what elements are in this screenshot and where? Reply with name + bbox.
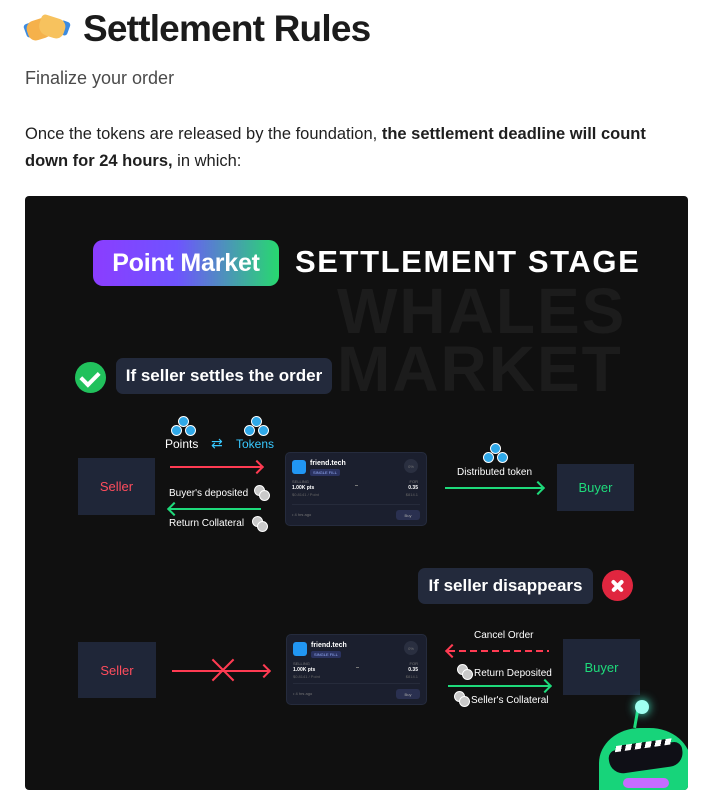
arrow-cancel-order [448, 650, 549, 652]
selling-label-2: SELLING [293, 661, 310, 666]
distributed-coins-icon [483, 443, 509, 465]
card-divider-2 [293, 683, 420, 684]
intro-text-bold: the settlement deadline will count down … [25, 125, 646, 170]
scenario-disappears-label: If seller disappears [418, 568, 593, 604]
order-card-2: friend.tech SINGLE FILL 0% SELLING 1.00K… [286, 634, 427, 705]
sellers-collateral-label: Seller's Collateral [471, 695, 549, 706]
handshake-icon [22, 9, 72, 49]
watermark: WHALES MARKET [337, 275, 627, 405]
order-card-time: • 4 hrs ago [292, 512, 312, 517]
intro-text-end: in which: [172, 152, 242, 170]
scenario-settles-label: If seller settles the order [116, 358, 332, 394]
selling-value-2: 1.00K pts [293, 667, 316, 673]
for-value: 0.35 [408, 485, 418, 491]
whale-mascot-icon [595, 700, 688, 790]
order-card-buy-button: Buy [396, 510, 420, 520]
seller-box: Seller [78, 458, 155, 515]
seller-collateral-coins-icon [454, 691, 470, 707]
watermark-line-1: WHALES [337, 275, 627, 347]
friend-tech-logo-icon [292, 460, 306, 474]
card-divider [292, 504, 420, 505]
order-card-progress: 0% [404, 459, 418, 473]
selling-sub-2: $0.8141 / Point [293, 674, 320, 679]
for-sub: $814.1 [405, 492, 418, 497]
x-icon [602, 570, 633, 601]
check-icon [75, 362, 106, 393]
for-value-2: 0.35 [408, 667, 418, 673]
seller-box-2: Seller [78, 642, 156, 698]
order-card-badge-2: SINGLE FILL [311, 651, 341, 658]
points-label: Points [165, 437, 199, 451]
blocked-cross-icon [210, 657, 236, 683]
card-separator [355, 485, 358, 486]
page-subtitle: Finalize your order [25, 68, 175, 88]
selling-sub: $0.8141 / Point [292, 492, 319, 497]
order-card-name: friend.tech [310, 460, 346, 467]
cancel-order-label: Cancel Order [474, 630, 534, 641]
intro-text-start: Once the tokens are released by the foun… [25, 125, 382, 143]
arrow-card-to-buyer [445, 487, 542, 489]
buyer-box-2: Buyer [563, 639, 640, 695]
tokens-label: Tokens [236, 437, 275, 451]
return-deposited-label: Return Deposited [474, 668, 552, 679]
order-card-time-2: • 4 hrs ago [293, 691, 313, 696]
settlement-stage-figure: WHALES MARKET Point Market SETTLEMENT ST… [25, 196, 688, 790]
arrow-return-to-buyer [448, 685, 549, 687]
buyer-box: Buyer [557, 464, 634, 511]
order-card-buy-button-2: Buy [396, 689, 420, 699]
tokens-coins-icon [244, 416, 270, 438]
for-sub-2: $814.1 [405, 674, 418, 679]
selling-value: 1.00K pts [292, 485, 315, 491]
page-title: Settlement Rules [83, 8, 371, 49]
collateral-coins-icon [252, 516, 268, 532]
point-market-pill: Point Market [93, 240, 279, 286]
for-label: FOR [409, 479, 418, 484]
return-collateral-label: Return Collateral [169, 518, 245, 529]
friend-tech-logo-icon-2 [293, 642, 307, 656]
order-card-badge: SINGLE FILL [310, 469, 340, 476]
points-coins-icon [171, 416, 197, 438]
intro-paragraph: Once the tokens are released by the foun… [25, 121, 685, 175]
settlement-stage-title: SETTLEMENT STAGE [295, 244, 641, 279]
swap-arrows-icon: ⇄ [211, 435, 223, 451]
arrow-seller-to-card [170, 466, 261, 468]
buyers-deposited-label: Buyer's deposited [169, 488, 249, 499]
for-label-2: FOR [409, 661, 418, 666]
order-card-name-2: friend.tech [311, 642, 347, 649]
deposit-coins-icon [254, 485, 270, 501]
selling-label: SELLING [292, 479, 309, 484]
order-card: friend.tech SINGLE FILL 0% SELLING 1.00K… [285, 452, 427, 526]
watermark-line-2: MARKET [337, 333, 623, 405]
arrow-card-to-seller [170, 508, 261, 510]
distributed-token-label: Distributed token [457, 467, 533, 478]
order-card-progress-2: 0% [404, 641, 418, 655]
card-separator-2 [356, 667, 359, 668]
title-row: Settlement Rules [22, 8, 371, 50]
return-deposit-coins-icon [457, 664, 473, 680]
